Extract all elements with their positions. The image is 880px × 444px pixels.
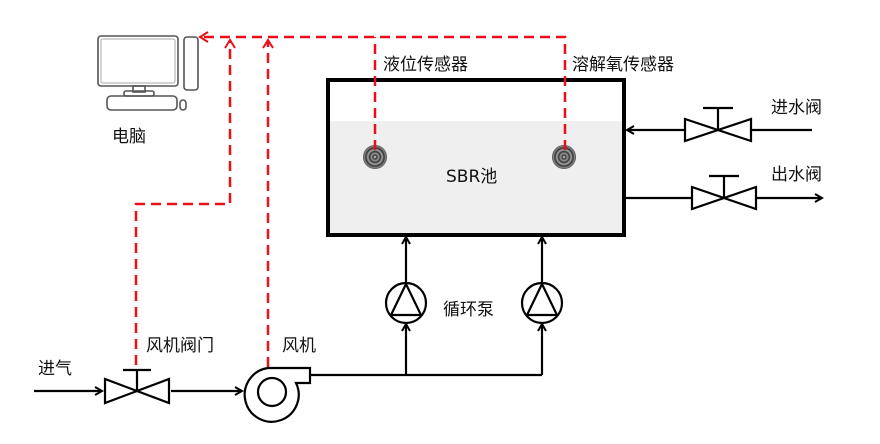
computer-label: 电脑 bbox=[112, 127, 146, 147]
blower-valve-label: 风机阀门 bbox=[146, 336, 214, 356]
tank-label: SBR池 bbox=[446, 167, 498, 187]
pump-pipes bbox=[310, 237, 542, 377]
computer-icon[interactable] bbox=[97, 35, 199, 111]
outlet-valve-label: 出水阀 bbox=[771, 165, 822, 185]
circulation-pump-label: 循环泵 bbox=[443, 300, 494, 320]
signal-lines bbox=[134, 31, 567, 367]
sbr-tank bbox=[326, 78, 626, 237]
level-sensor-icon[interactable] bbox=[363, 145, 387, 169]
blower-icon[interactable] bbox=[243, 366, 312, 423]
pump-right-icon[interactable] bbox=[520, 281, 564, 325]
inlet-valve-label: 进水阀 bbox=[771, 98, 822, 118]
outlet-valve-icon[interactable] bbox=[690, 174, 758, 211]
do-sensor-icon[interactable] bbox=[552, 145, 576, 169]
inlet-valve-icon[interactable] bbox=[683, 106, 753, 143]
do-sensor-label: 溶解氧传感器 bbox=[572, 55, 674, 75]
blower-valve-icon[interactable] bbox=[103, 368, 171, 405]
air-intake-label: 进气 bbox=[38, 359, 72, 379]
pump-left-icon[interactable] bbox=[384, 281, 428, 325]
level-sensor-label: 液位传感器 bbox=[383, 55, 468, 75]
blower-label: 风机 bbox=[282, 336, 316, 356]
